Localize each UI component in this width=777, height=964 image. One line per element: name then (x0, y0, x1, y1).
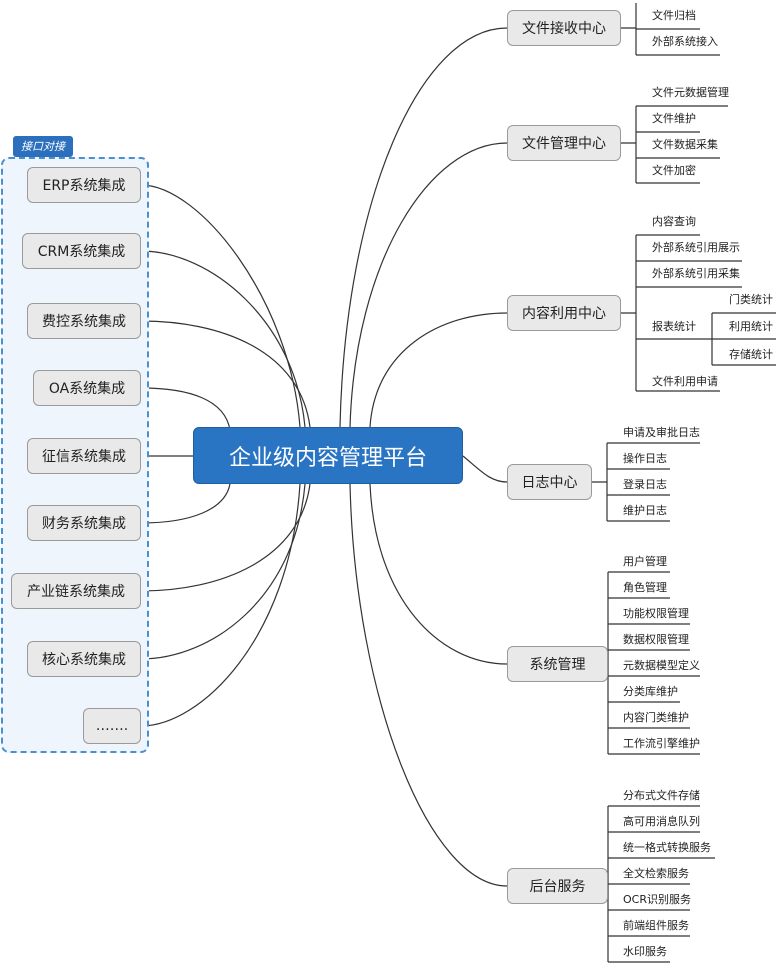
leaf-file-data-collection[interactable]: 文件数据采集 (652, 138, 718, 151)
leaf-metadata-model[interactable]: 元数据模型定义 (623, 659, 700, 672)
branch-system-management[interactable]: 系统管理 (507, 646, 608, 682)
leaf-user-management[interactable]: 用户管理 (623, 555, 667, 568)
crm-integration-node[interactable]: CRM系统集成 (22, 233, 141, 269)
leaf-format-conversion[interactable]: 统一格式转换服务 (623, 841, 711, 854)
branch-file-management[interactable]: 文件管理中心 (507, 125, 621, 161)
leaf-taxonomy-maintenance[interactable]: 分类库维护 (623, 685, 678, 698)
leaf-external-ref-display[interactable]: 外部系统引用展示 (652, 241, 740, 254)
leaf-file-archive[interactable]: 文件归档 (652, 9, 696, 22)
leaf-file-maintenance[interactable]: 文件维护 (652, 112, 696, 125)
interface-group-tag: 接口对接 (13, 136, 73, 157)
credit-integration-node[interactable]: 征信系统集成 (27, 438, 141, 474)
leaf-approval-log[interactable]: 申请及审批日志 (623, 426, 700, 439)
leaf-external-ref-collection[interactable]: 外部系统引用采集 (652, 267, 740, 280)
leaf-report-stats[interactable]: 报表统计 (652, 320, 696, 333)
leaf-distributed-storage[interactable]: 分布式文件存储 (623, 789, 700, 802)
leaf-content-category[interactable]: 内容门类维护 (623, 711, 689, 724)
leaf-usage-stats[interactable]: 利用统计 (729, 320, 773, 333)
central-topic[interactable]: 企业级内容管理平台 (193, 427, 463, 484)
expense-integration-node[interactable]: 费控系统集成 (27, 303, 141, 339)
erp-integration-node[interactable]: ERP系统集成 (27, 167, 141, 203)
leaf-login-log[interactable]: 登录日志 (623, 478, 667, 491)
leaf-operation-log[interactable]: 操作日志 (623, 452, 667, 465)
leaf-storage-stats[interactable]: 存储统计 (729, 348, 773, 361)
oa-integration-node[interactable]: OA系统集成 (33, 370, 141, 406)
leaf-maintenance-log[interactable]: 维护日志 (623, 504, 667, 517)
leaf-frontend-components[interactable]: 前端组件服务 (623, 919, 689, 932)
leaf-category-stats[interactable]: 门类统计 (729, 293, 773, 306)
leaf-file-usage-request[interactable]: 文件利用申请 (652, 375, 718, 388)
finance-integration-node[interactable]: 财务系统集成 (27, 505, 141, 541)
leaf-data-permission[interactable]: 数据权限管理 (623, 633, 689, 646)
branch-file-receiving[interactable]: 文件接收中心 (507, 10, 621, 46)
leaf-role-management[interactable]: 角色管理 (623, 581, 667, 594)
branch-content-usage[interactable]: 内容利用中心 (507, 295, 621, 331)
supply-chain-integration-node[interactable]: 产业链系统集成 (11, 573, 141, 609)
leaf-fulltext-search[interactable]: 全文检索服务 (623, 867, 689, 880)
leaf-content-query[interactable]: 内容查询 (652, 215, 696, 228)
branch-log-center[interactable]: 日志中心 (507, 464, 592, 500)
leaf-external-access[interactable]: 外部系统接入 (652, 35, 718, 48)
leaf-workflow-engine[interactable]: 工作流引擎维护 (623, 737, 700, 750)
leaf-message-queue[interactable]: 高可用消息队列 (623, 815, 700, 828)
leaf-watermark-service[interactable]: 水印服务 (623, 945, 667, 958)
leaf-file-metadata[interactable]: 文件元数据管理 (652, 86, 729, 99)
leaf-file-encryption[interactable]: 文件加密 (652, 164, 696, 177)
leaf-function-permission[interactable]: 功能权限管理 (623, 607, 689, 620)
more-integration-node[interactable]: ……. (83, 708, 141, 744)
branch-backend-services[interactable]: 后台服务 (507, 868, 608, 904)
core-integration-node[interactable]: 核心系统集成 (27, 641, 141, 677)
leaf-ocr-service[interactable]: OCR识别服务 (623, 893, 691, 906)
